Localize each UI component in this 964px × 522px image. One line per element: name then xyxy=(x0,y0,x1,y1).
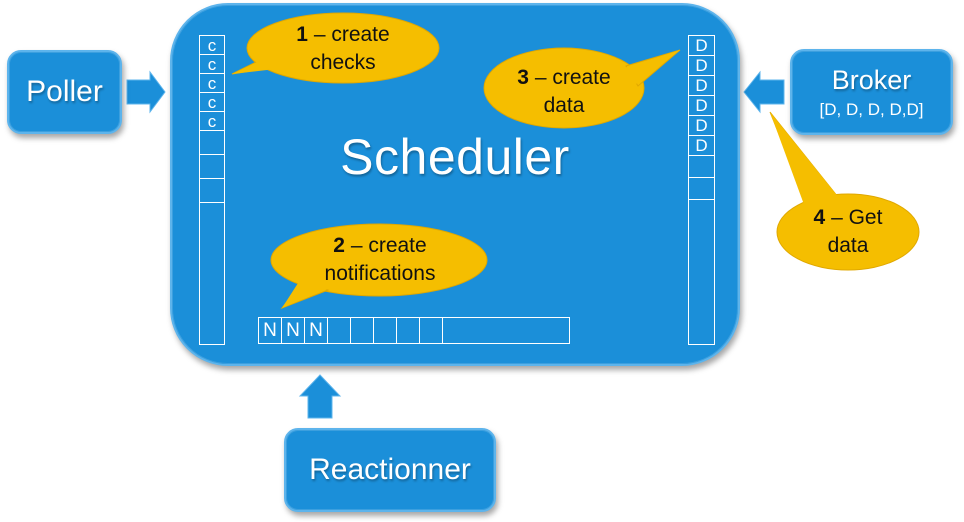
notifications-queue-item: N xyxy=(305,318,328,343)
callout-2-text: 2 – create notifications xyxy=(290,232,470,288)
checks-queue-item: c xyxy=(200,74,224,93)
callout-3-step: 3 xyxy=(517,66,529,89)
notifications-queue-empty-slot xyxy=(397,318,420,343)
data-queue-item: D xyxy=(689,96,714,116)
scheduler-title: Scheduler xyxy=(340,129,570,185)
callout-1-text: 1 – create checks xyxy=(266,21,420,77)
checks-queue-item: c xyxy=(200,93,224,112)
notifications-queue-empty-slot xyxy=(351,318,374,343)
checks-queue-empty-slot xyxy=(200,179,224,203)
reactionner-label: Reactionner xyxy=(309,453,471,486)
callout-3-bubble xyxy=(483,47,681,129)
data-queue-item: D xyxy=(689,116,714,136)
checks-queue-item: c xyxy=(200,36,224,55)
broker-label: Broker xyxy=(831,64,912,95)
callout-2-line2: notifications xyxy=(324,262,436,285)
callout-1-line2: checks xyxy=(310,51,376,74)
callout-4-bubble xyxy=(769,111,920,271)
callout-4-line2: data xyxy=(827,234,869,257)
poller-box: Poller xyxy=(7,50,122,134)
callout-1-step: 1 xyxy=(296,23,308,46)
callout-3-line1: – create xyxy=(528,66,611,89)
checks-queue-empty-slot xyxy=(200,155,224,179)
callout-1-bubble xyxy=(231,12,440,84)
callout-3-line2: data xyxy=(543,94,585,117)
checks-queue-item: c xyxy=(200,112,224,131)
notifications-queue-item: N xyxy=(282,318,305,343)
notifications-queue-item: N xyxy=(259,318,282,343)
callout-2-line1: – create xyxy=(344,234,427,257)
checks-queue-item: c xyxy=(200,55,224,74)
notifications-queue-empty-slot xyxy=(420,318,443,343)
poller-label: Poller xyxy=(26,75,103,108)
notifications-queue-empty-slot xyxy=(328,318,351,343)
data-queue-item: D xyxy=(689,136,714,156)
poller-to-scheduler-arrow xyxy=(126,70,166,114)
notifications-queue-empty-slot xyxy=(374,318,397,343)
callout-4-line1: – Get xyxy=(825,206,883,229)
checks-queue-empty-slot xyxy=(200,131,224,155)
data-queue-empty-slot xyxy=(689,178,714,200)
data-queue-item: D xyxy=(689,56,714,76)
broker-to-scheduler-arrow xyxy=(743,70,785,114)
callout-4-text: 4 – Get data xyxy=(784,204,912,260)
broker-data-list: [D, D, D, D,D] xyxy=(819,99,924,119)
callout-4-step: 4 xyxy=(813,206,826,229)
callout-1-line1: – create xyxy=(307,23,390,46)
reactionner-box: Reactionner xyxy=(284,428,496,512)
callout-2-bubble xyxy=(270,223,488,310)
callout-2-step: 2 xyxy=(333,234,345,257)
data-queue-empty-slot xyxy=(689,156,714,178)
reactionner-to-scheduler-arrow xyxy=(298,374,342,419)
broker-box: Broker [D, D, D, D,D] xyxy=(790,49,953,135)
data-queue-item: D xyxy=(689,76,714,96)
data-queue-item: D xyxy=(689,36,714,56)
callout-3-text: 3 – create data xyxy=(496,64,632,120)
